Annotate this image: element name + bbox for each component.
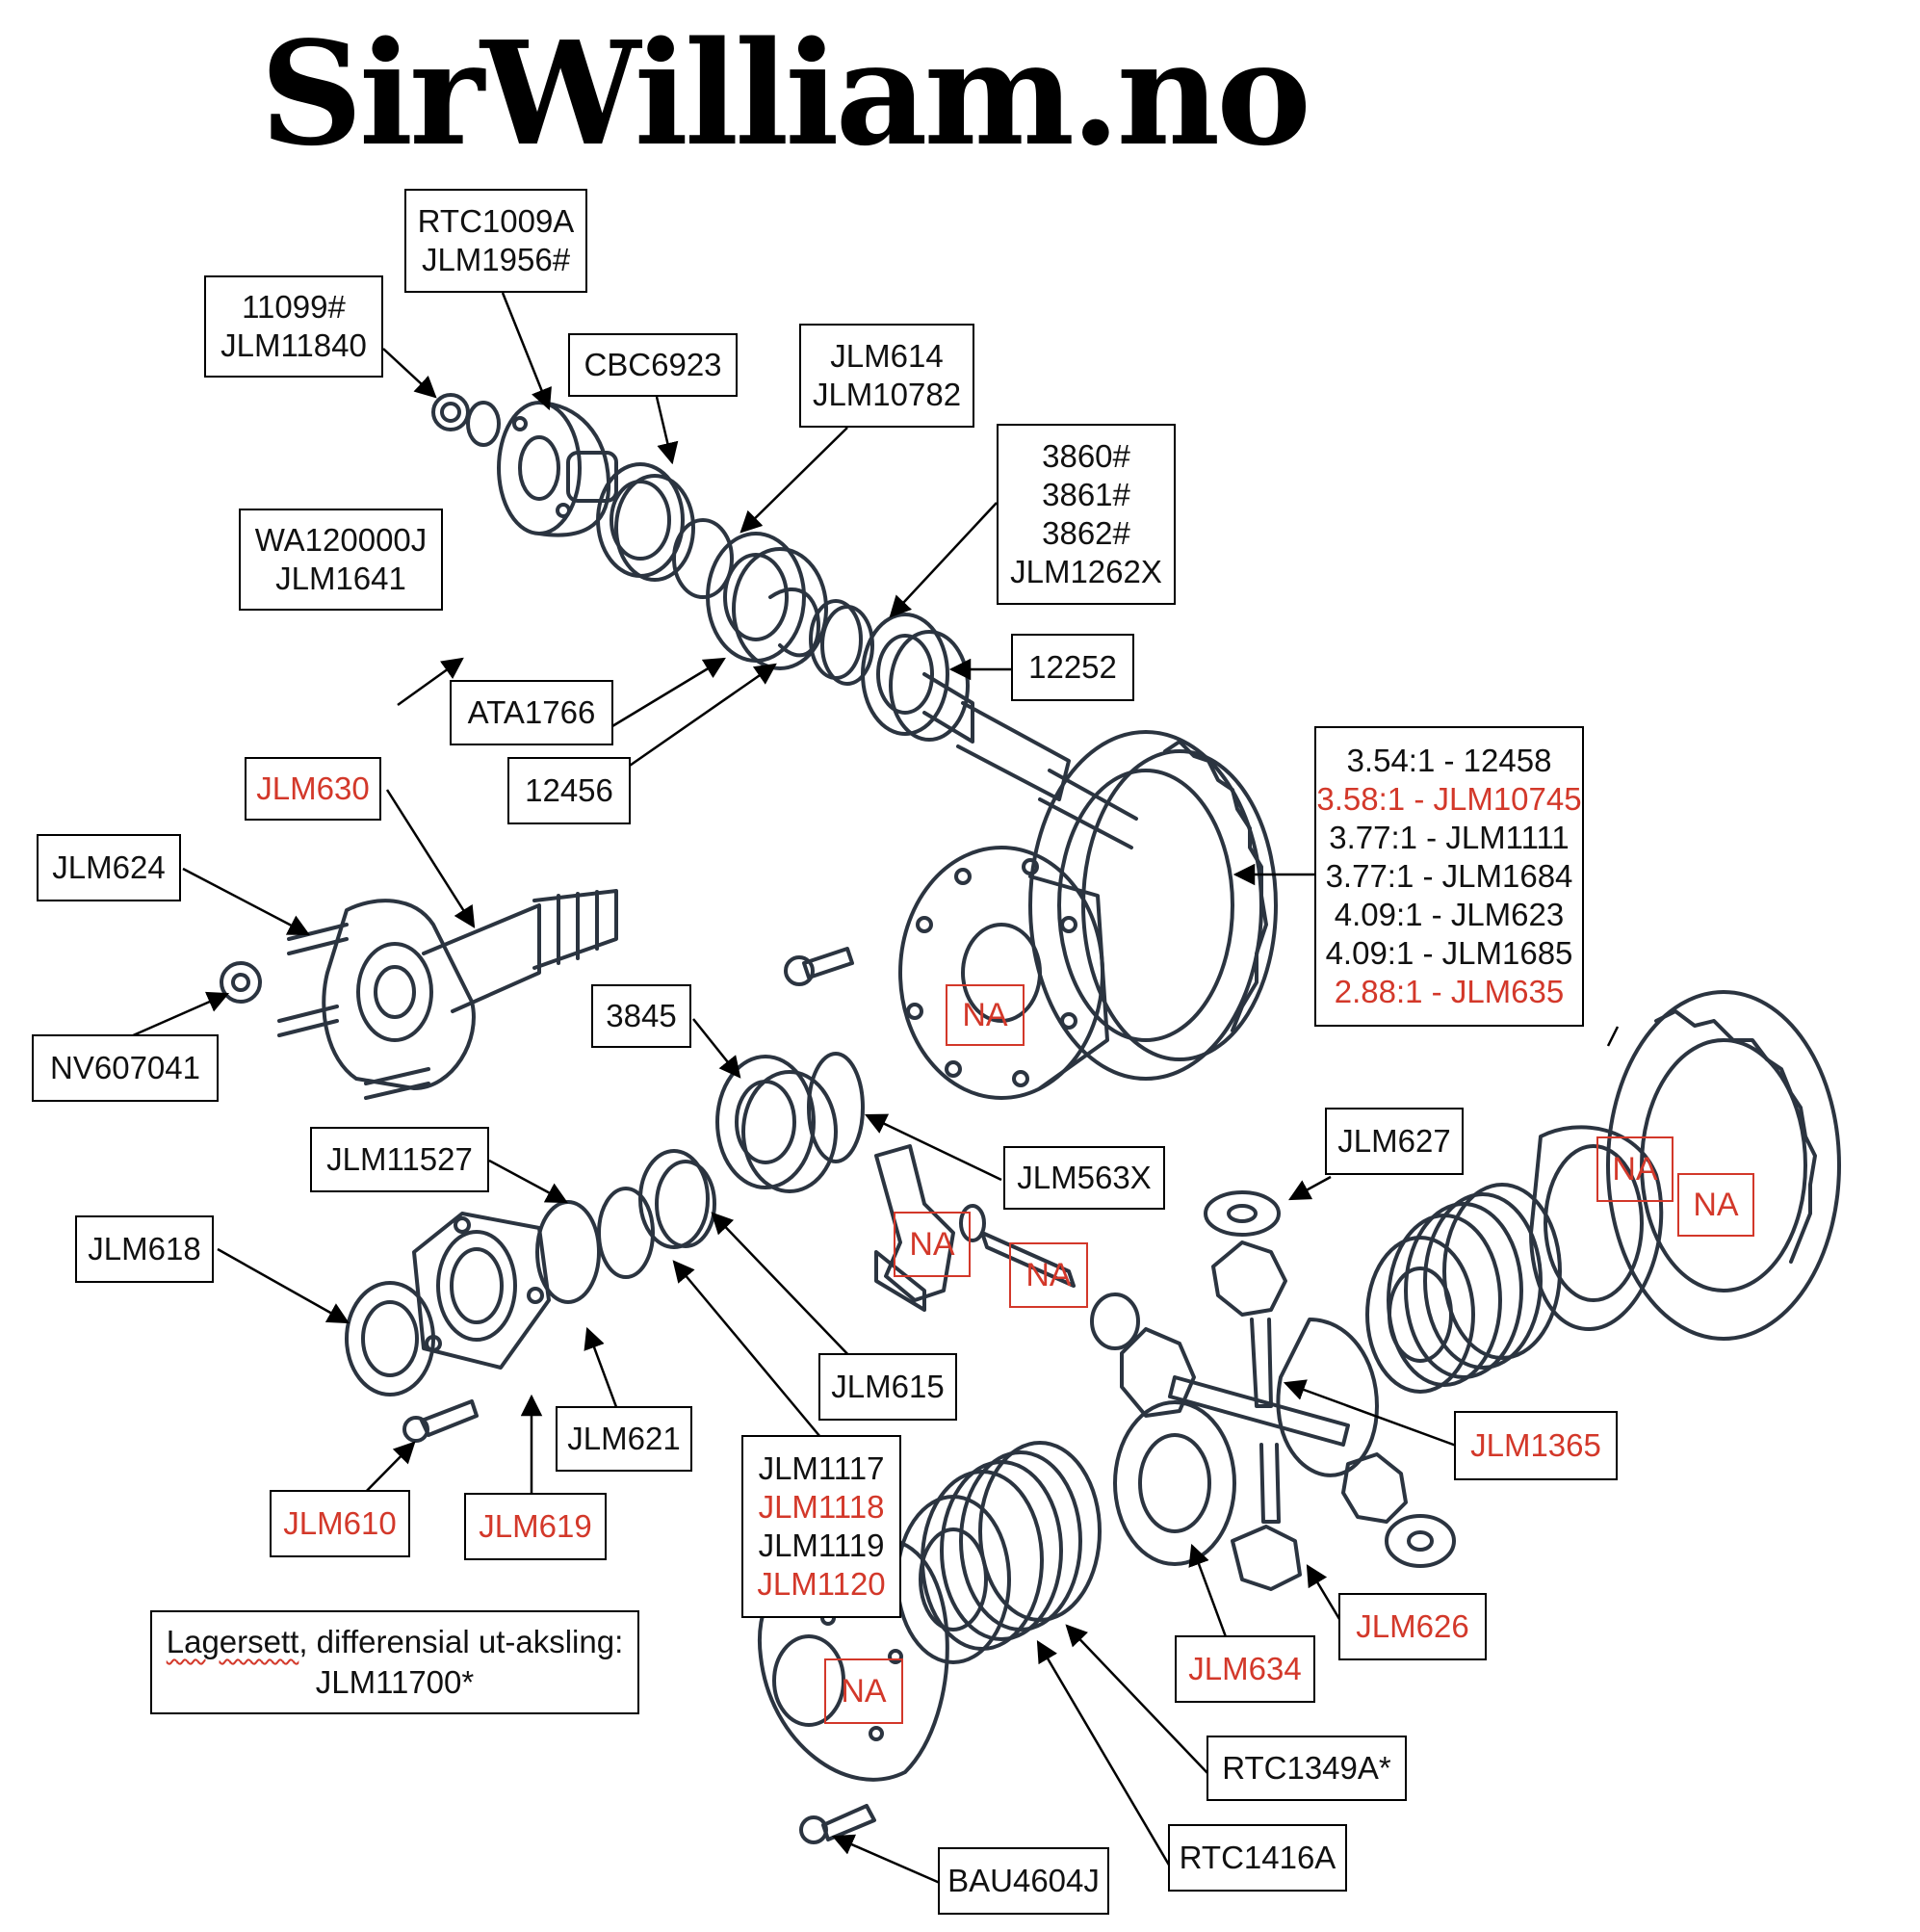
label-rtc1416a: RTC1416A [1168,1824,1347,1892]
label-12252: 12252 [1011,634,1134,701]
diff-case-part [898,846,1109,1100]
label-jlm563x: JLM563X [1003,1146,1165,1210]
label-jlm1365: JLM1365 [1454,1411,1618,1480]
output-spacer-part [597,1149,716,1279]
housing-bolt-part [402,1399,479,1443]
diff-bolt-part [784,947,854,986]
output-housing-part [412,1212,551,1370]
na-marker-pin: NA [1009,1242,1088,1308]
label-jlm619: JLM619 [464,1493,607,1560]
na-marker-diff-case: NA [946,984,1025,1046]
label-jlm624: JLM624 [37,834,181,901]
na-marker-bracket: NA [894,1212,971,1277]
lsd-case-part [1529,990,1841,1341]
output-seal-part [345,1281,435,1397]
label-jlm630: JLM630 [245,757,381,821]
pinion-bearing-part [706,532,828,670]
shims-part [809,599,874,686]
output-bearing-part [715,1052,865,1193]
label-nv607041: NV607041 [32,1034,219,1102]
bracket-washer-part [1090,1292,1140,1350]
label-jlm634: JLM634 [1175,1635,1315,1703]
label-jlm615: JLM615 [818,1353,957,1421]
label-jlm1117: JLM1117 JLM1118 JLM1119 JLM1120 [741,1435,901,1618]
label-3845: 3845 [591,984,691,1048]
friction-plates-right-part [1365,1183,1562,1394]
na-marker-lsd-case-2: NA [1677,1173,1754,1237]
label-jlm618: JLM618 [75,1215,214,1283]
label-cbc6923: CBC6923 [568,333,738,397]
case-bolt-part [799,1804,876,1844]
inner-bearing-part [861,613,970,742]
label-jlm610: JLM610 [270,1490,410,1557]
output-flange-part [277,889,618,1100]
bracket-pin-part [980,1231,1076,1288]
note-part-number: JLM11700* [315,1664,475,1700]
circlip-part [535,1200,601,1304]
label-12456: 12456 [507,757,631,824]
pinion-oil-seal-part [596,462,695,582]
planet-gears-part [1113,1240,1456,1591]
locking-bracket-part [874,1144,986,1312]
label-bau4604j: BAU4604J [938,1847,1109,1915]
note-word-lagersett: Lagersett [166,1624,299,1659]
label-jlm11527: JLM11527 [310,1127,489,1192]
pinion-spacer-part [672,518,734,599]
label-jlm626: JLM626 [1338,1593,1487,1660]
thrust-washer-part [1204,1190,1281,1237]
note-line1-rest: , differensial ut-aksling: [298,1624,624,1659]
output-nut-part [220,961,262,1004]
site-logo: SirWilliam.no [260,10,1311,177]
label-ratios: 3.54:1 - 12458 3.58:1 - JLM10745 3.77:1 … [1314,726,1584,1027]
pinion-nut-part [431,393,501,447]
bearing-kit-note: Lagersett, differensial ut-aksling: JLM1… [150,1610,639,1714]
label-jlm627: JLM627 [1325,1108,1464,1175]
na-marker-lsd-case: NA [1596,1136,1674,1202]
na-marker-case-left: NA [824,1658,903,1724]
label-rtc1349a: RTC1349A* [1206,1736,1407,1801]
label-jlm621: JLM621 [556,1406,692,1472]
label-ata1766: ATA1766 [450,680,613,745]
label-11099: 11099#JLM11840 [204,275,383,378]
label-3860: 3860#3861# 3862#JLM1262X [997,424,1176,605]
crown-wheel-part [1028,730,1278,1081]
collapsible-spacer-part [768,587,820,658]
